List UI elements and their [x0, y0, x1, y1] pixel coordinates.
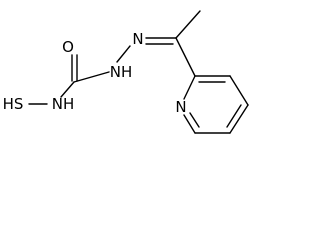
- atom-oxygen: O: [62, 38, 74, 56]
- atom-nh-hydrazone: NH: [110, 63, 133, 81]
- ring-bond-3: [229, 104, 249, 134]
- bond-methyl: [175, 10, 201, 39]
- ring-bond-3-inner: [226, 104, 242, 128]
- bond-c-nh-lower: [60, 81, 75, 98]
- atom-n-hydrazone: N: [132, 30, 143, 48]
- atom-sh: HS: [3, 95, 24, 113]
- bond-c-pyridine: [175, 37, 196, 77]
- ring-bond-5: [183, 114, 196, 134]
- atom-n-pyridine: N: [175, 98, 186, 116]
- molecule-structure: O NH N NH HS N: [3, 10, 249, 134]
- bond-c-nh: [73, 71, 110, 83]
- ring-bond-5-inner: [189, 112, 200, 128]
- ring-bond-6: [183, 75, 196, 100]
- atom-nh-amide: NH: [52, 95, 75, 113]
- bond-nh-n: [116, 45, 131, 63]
- ring-bond-2: [229, 75, 249, 106]
